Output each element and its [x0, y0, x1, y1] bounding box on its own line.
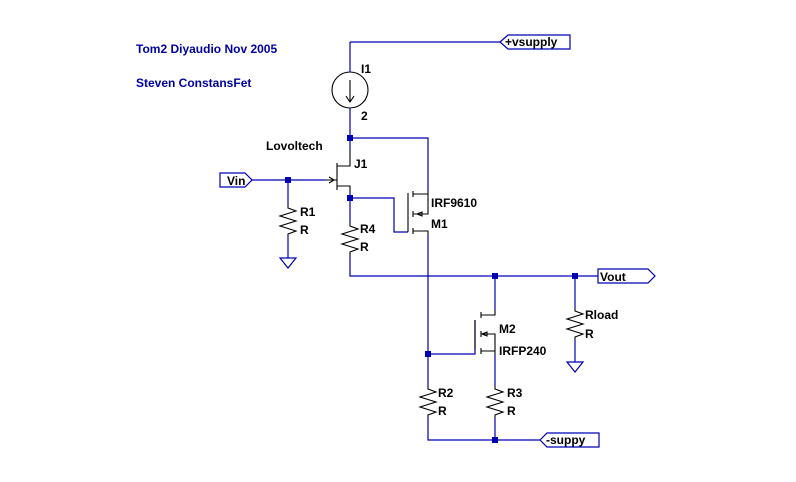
- junction-dot: [285, 177, 291, 183]
- wire-j1-source: [349, 192, 408, 233]
- m1-name-label: M1: [431, 217, 448, 231]
- port-nsupply-label: -suppy: [546, 433, 586, 447]
- ground-icon: [565, 361, 585, 373]
- junction-dot: [425, 351, 431, 357]
- junction-dot: [347, 135, 353, 141]
- r1-value-label: R: [300, 223, 309, 237]
- note-line-2: Steven ConstansFet: [136, 76, 251, 90]
- resistor-r2[interactable]: [418, 386, 438, 418]
- port-vin[interactable]: Vin: [219, 172, 253, 188]
- resistor-r3[interactable]: [485, 386, 505, 418]
- wires: [252, 41, 598, 441]
- wire-vsupply: [349, 41, 500, 60]
- r1-name-label: R1: [300, 205, 316, 219]
- junction-dot: [347, 195, 353, 201]
- i1-name-label: I1: [361, 62, 371, 76]
- port-vsupply-label: +vsupply: [505, 35, 558, 49]
- rload-name-label: Rload: [585, 308, 618, 322]
- junctions: [285, 135, 578, 443]
- current-source-i1[interactable]: [331, 60, 369, 109]
- i1-value-label: 2: [361, 109, 368, 123]
- pmos-m1[interactable]: [407, 190, 429, 235]
- port-vout[interactable]: Vout: [597, 268, 656, 284]
- port-vout-label: Vout: [600, 270, 626, 284]
- port-vsupply[interactable]: +vsupply: [499, 34, 571, 50]
- r3-name-label: R3: [507, 386, 523, 400]
- m2-name-label: M2: [499, 322, 516, 336]
- wire-m2-gate: [428, 320, 476, 355]
- m2-value-label: IRFP240: [499, 344, 547, 358]
- junction-dot: [572, 273, 578, 279]
- port-vin-label: Vin: [227, 174, 245, 188]
- wire-bottom-rail: [427, 418, 540, 441]
- port-nsupply[interactable]: -suppy: [539, 432, 600, 448]
- rload-value-label: R: [585, 327, 594, 341]
- r2-value-label: R: [438, 404, 447, 418]
- junction-dot: [492, 273, 498, 279]
- r2-name-label: R2: [438, 386, 454, 400]
- r4-value-label: R: [360, 240, 369, 254]
- resistor-r4[interactable]: [340, 223, 360, 255]
- j1-name-label: J1: [354, 157, 368, 171]
- jfet-j1[interactable]: [325, 150, 351, 192]
- junction-dot: [492, 437, 498, 443]
- m1-value-label: IRF9610: [431, 196, 477, 210]
- note-line-1: Tom2 Diyaudio Nov 2005: [136, 42, 277, 56]
- j1-value-label: Lovoltech: [266, 139, 323, 153]
- wire-vin: [252, 179, 325, 205]
- ground-icon: [278, 257, 298, 269]
- wire-r4-out: [349, 255, 598, 277]
- r3-value-label: R: [507, 404, 516, 418]
- resistor-rload[interactable]: [565, 308, 585, 340]
- r4-name-label: R4: [360, 222, 376, 236]
- nmos-m2[interactable]: [474, 310, 496, 355]
- resistor-r1[interactable]: [278, 205, 298, 235]
